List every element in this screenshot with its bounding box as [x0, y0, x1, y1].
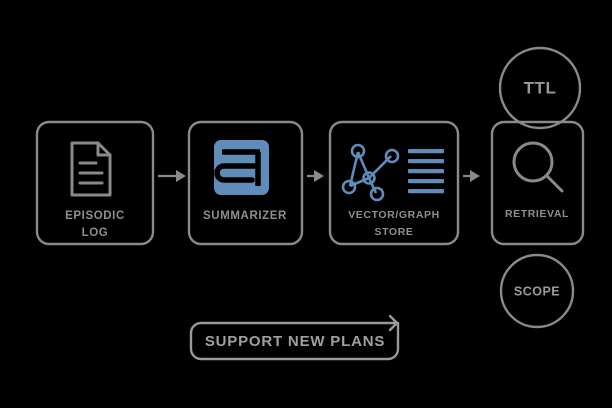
arrow-episodic-log-to-summarizer: [158, 170, 186, 182]
node-vector-graph-store-label-line1: VECTOR/GRAPH: [348, 209, 440, 221]
summarize-icon: [214, 140, 269, 195]
node-vector-graph-store[interactable]: VECTOR/GRAPH STORE: [0, 0, 460, 246]
arrow-summarizer-to-vector-graph-store: [307, 170, 324, 182]
node-vector-graph-store-box: [328, 120, 460, 246]
graph-nodes-icon: [341, 143, 444, 202]
badge-scope[interactable]: SCOPE: [499, 253, 575, 329]
banner-support-new-plans[interactable]: SUPPORT NEW PLANS: [189, 314, 400, 361]
badge-ttl-label: TTL: [524, 78, 557, 97]
node-retrieval[interactable]: RETRIEVAL: [490, 120, 585, 246]
node-episodic-log[interactable]: EPISODIC LOG: [35, 120, 155, 246]
node-episodic-log-label-line2: LOG: [82, 227, 109, 239]
node-episodic-log-box: [35, 120, 155, 246]
document-icon: [70, 141, 112, 197]
node-retrieval-label-line1: RETRIEVAL: [505, 208, 569, 220]
badge-scope-circle: [499, 253, 575, 329]
node-retrieval-box: [490, 120, 585, 246]
badge-ttl-circle: [498, 46, 582, 130]
banner-outline: [189, 314, 400, 361]
node-summarizer-label-line1: SUMMARIZER: [203, 210, 287, 222]
node-summarizer-box: [187, 120, 304, 246]
node-episodic-log-label-line1: EPISODIC: [65, 210, 125, 222]
arrow-vector-graph-store-to-retrieval: [463, 170, 480, 182]
badge-ttl[interactable]: TTL: [498, 46, 582, 130]
node-summarizer[interactable]: SUMMARIZER: [187, 120, 304, 246]
magnifier-icon: [512, 141, 564, 193]
badge-scope-label: SCOPE: [514, 284, 560, 298]
node-vector-graph-store-label-line2: STORE: [375, 226, 414, 238]
banner-label: SUPPORT NEW PLANS: [205, 333, 385, 350]
